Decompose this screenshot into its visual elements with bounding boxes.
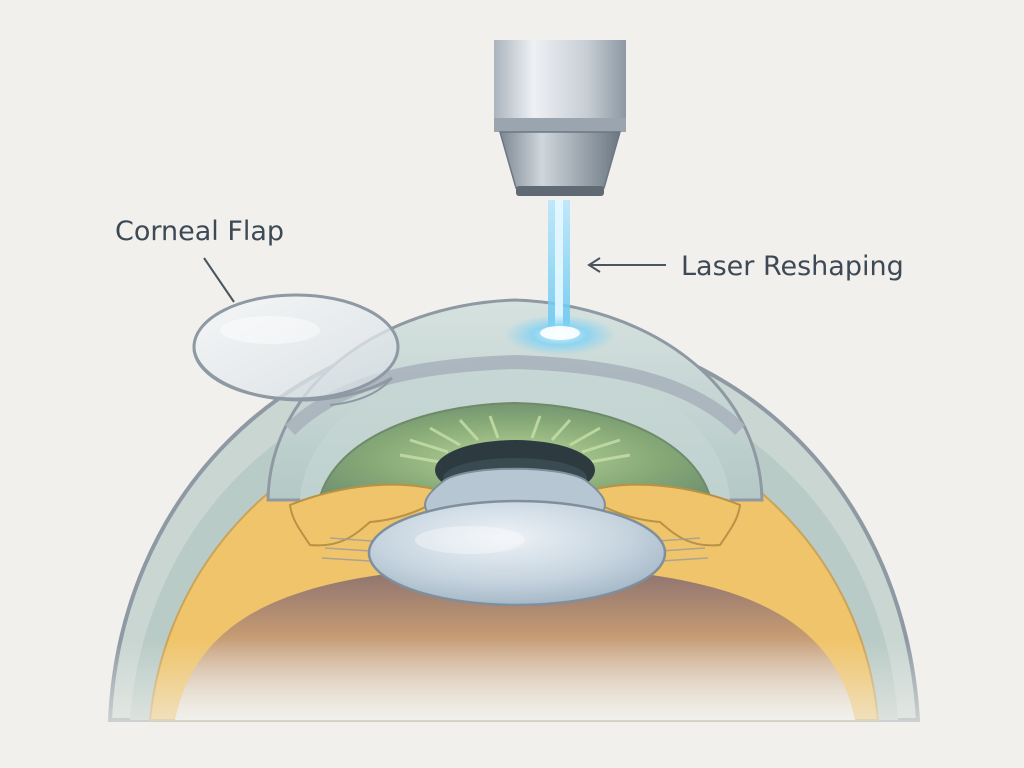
laser-beam bbox=[505, 200, 615, 355]
corneal-flap-leader-line bbox=[203, 257, 235, 303]
laser-reshaping-label: Laser Reshaping bbox=[681, 251, 904, 282]
arrow-left-icon bbox=[587, 257, 666, 273]
laser-emitter-icon bbox=[494, 40, 626, 196]
lens bbox=[367, 467, 667, 607]
bottom-fade bbox=[0, 640, 1024, 768]
corneal-flap-label: Corneal Flap bbox=[115, 216, 284, 247]
corneal-flap bbox=[192, 293, 400, 406]
ciliary-body bbox=[288, 483, 742, 563]
